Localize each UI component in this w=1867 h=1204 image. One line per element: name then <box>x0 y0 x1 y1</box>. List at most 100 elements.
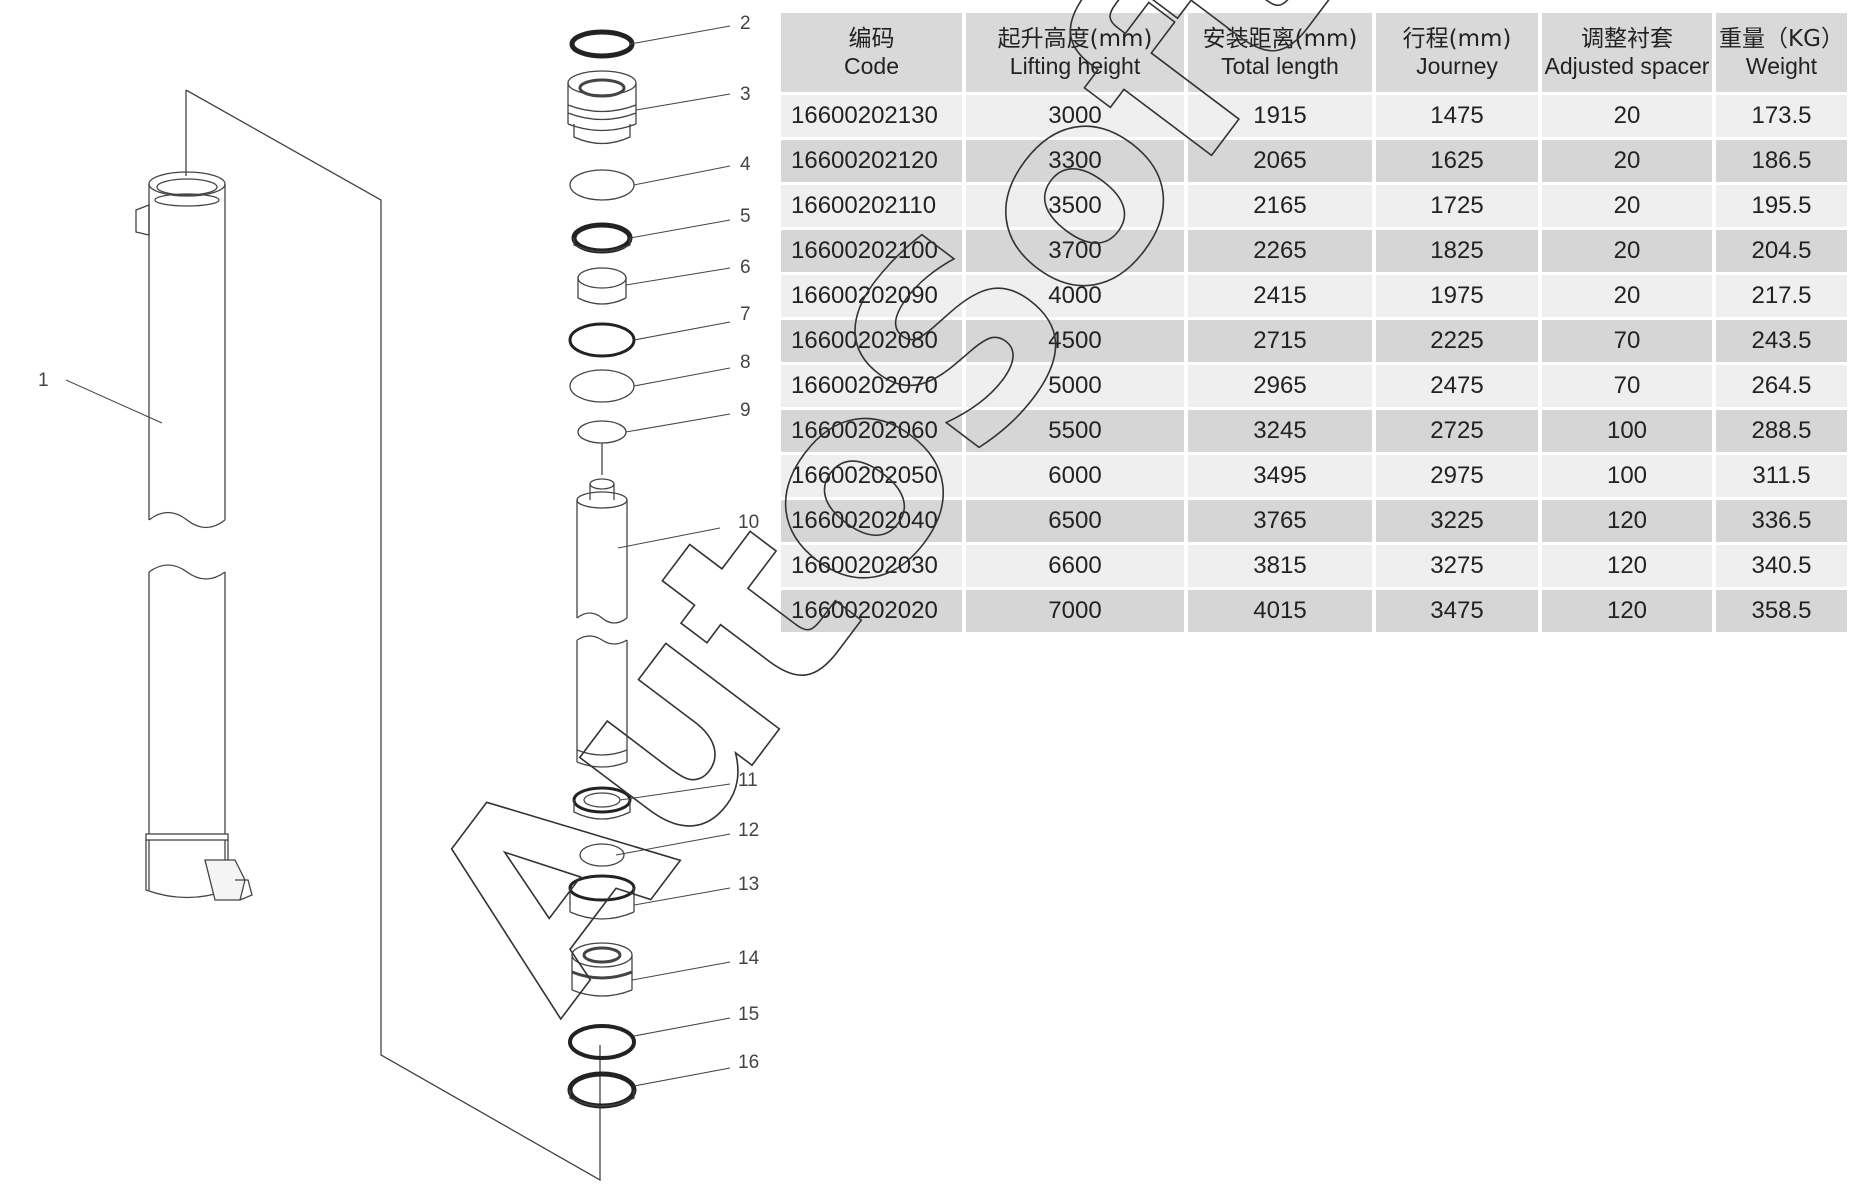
table-cell: 195.5 <box>1716 185 1851 230</box>
part-3-gland-nut <box>567 70 637 145</box>
column-header: 行程(mm)Journey <box>1376 13 1542 95</box>
table-cell: 3815 <box>1188 545 1376 590</box>
part-8-o-ring <box>569 369 635 403</box>
column-header-en: Adjusted spacer <box>1544 52 1710 79</box>
table-cell: 20 <box>1542 140 1716 185</box>
column-header-en: Lifting height <box>1009 52 1141 79</box>
column-header-zh: 起升高度(mm) <box>997 26 1153 53</box>
table-cell: 336.5 <box>1716 500 1851 545</box>
leader-line-3 <box>635 93 731 111</box>
callout-7: 7 <box>740 304 751 325</box>
callout-9: 9 <box>740 400 751 421</box>
column-header-en: Total length <box>1221 52 1339 79</box>
part-1-outer-cylinder <box>135 171 253 901</box>
table-cell: 1915 <box>1188 95 1376 140</box>
column-header-zh: 行程(mm) <box>1402 26 1512 53</box>
leader-line-1 <box>65 379 163 424</box>
table-cell: 2725 <box>1376 410 1542 455</box>
table-cell: 243.5 <box>1716 320 1851 365</box>
table-cell: 2065 <box>1188 140 1376 185</box>
table-cell: 100 <box>1542 410 1716 455</box>
part-12-o-ring <box>579 843 625 867</box>
part-4-o-ring <box>569 169 635 201</box>
table-cell: 288.5 <box>1716 410 1851 455</box>
table-cell: 311.5 <box>1716 455 1851 500</box>
table-cell: 2965 <box>1188 365 1376 410</box>
table-cell: 3495 <box>1188 455 1376 500</box>
part-7-seal <box>568 322 636 358</box>
leader-line-10 <box>617 527 721 549</box>
table-cell: 5500 <box>966 410 1188 455</box>
table-cell: 120 <box>1542 545 1716 590</box>
table-cell: 3275 <box>1376 545 1542 590</box>
callout-6: 6 <box>740 257 751 278</box>
column-header: 重量（KG）Weight <box>1716 13 1851 95</box>
leader-line-5 <box>629 219 731 239</box>
table-cell: 16600202080 <box>781 320 966 365</box>
callout-4: 4 <box>740 154 751 175</box>
callout-16: 16 <box>738 1052 759 1073</box>
table-cell: 120 <box>1542 590 1716 635</box>
table-cell: 3000 <box>966 95 1188 140</box>
callout-12: 12 <box>738 820 759 841</box>
leader-line-15 <box>633 1017 731 1037</box>
part-10-piston-rod <box>576 443 628 768</box>
leader-line-7 <box>633 321 731 341</box>
leader-line-12 <box>615 833 731 856</box>
table-cell: 3700 <box>966 230 1188 275</box>
table-cell: 7000 <box>966 590 1188 635</box>
table-cell: 1475 <box>1376 95 1542 140</box>
table-cell: 1975 <box>1376 275 1542 320</box>
table-cell: 2475 <box>1376 365 1542 410</box>
column-header-zh: 编码 <box>848 26 895 53</box>
column-header-zh: 安装距离(mm) <box>1202 26 1358 53</box>
table-cell: 16600202110 <box>781 185 966 230</box>
part-2-ring <box>569 29 635 59</box>
table-cell: 2415 <box>1188 275 1376 320</box>
table-cell: 217.5 <box>1716 275 1851 320</box>
leader-line-14 <box>631 961 731 981</box>
table-cell: 5000 <box>966 365 1188 410</box>
part-15-seal <box>568 1024 636 1060</box>
table-cell: 6000 <box>966 455 1188 500</box>
leader-line-11 <box>619 783 731 801</box>
table-cell: 4500 <box>966 320 1188 365</box>
table-cell: 16600202100 <box>781 230 966 275</box>
column-header-zh: 重量（KG） <box>1719 26 1844 53</box>
table-cell: 20 <box>1542 185 1716 230</box>
part-5-ring <box>571 222 633 254</box>
table-cell: 20 <box>1542 230 1716 275</box>
table-cell: 16600202050 <box>781 455 966 500</box>
table-cell: 100 <box>1542 455 1716 500</box>
column-header-en: Code <box>844 52 899 79</box>
table-cell: 16600202040 <box>781 500 966 545</box>
column-header: 安装距离(mm)Total length <box>1188 13 1376 95</box>
table-cell: 20 <box>1542 95 1716 140</box>
table-cell: 16600202030 <box>781 545 966 590</box>
table-cell: 16600202060 <box>781 410 966 455</box>
callout-5: 5 <box>740 206 751 227</box>
part-6-bushing <box>577 267 627 305</box>
table-cell: 6500 <box>966 500 1188 545</box>
callout-13: 13 <box>738 874 759 895</box>
leader-line-2 <box>629 25 731 45</box>
table-cell: 340.5 <box>1716 545 1851 590</box>
table-cell: 2265 <box>1188 230 1376 275</box>
table-cell: 16600202020 <box>781 590 966 635</box>
table-cell: 6600 <box>966 545 1188 590</box>
table-cell: 3300 <box>966 140 1188 185</box>
table-cell: 70 <box>1542 365 1716 410</box>
part-16-seal <box>567 1071 637 1109</box>
assembly-line <box>185 89 601 1182</box>
